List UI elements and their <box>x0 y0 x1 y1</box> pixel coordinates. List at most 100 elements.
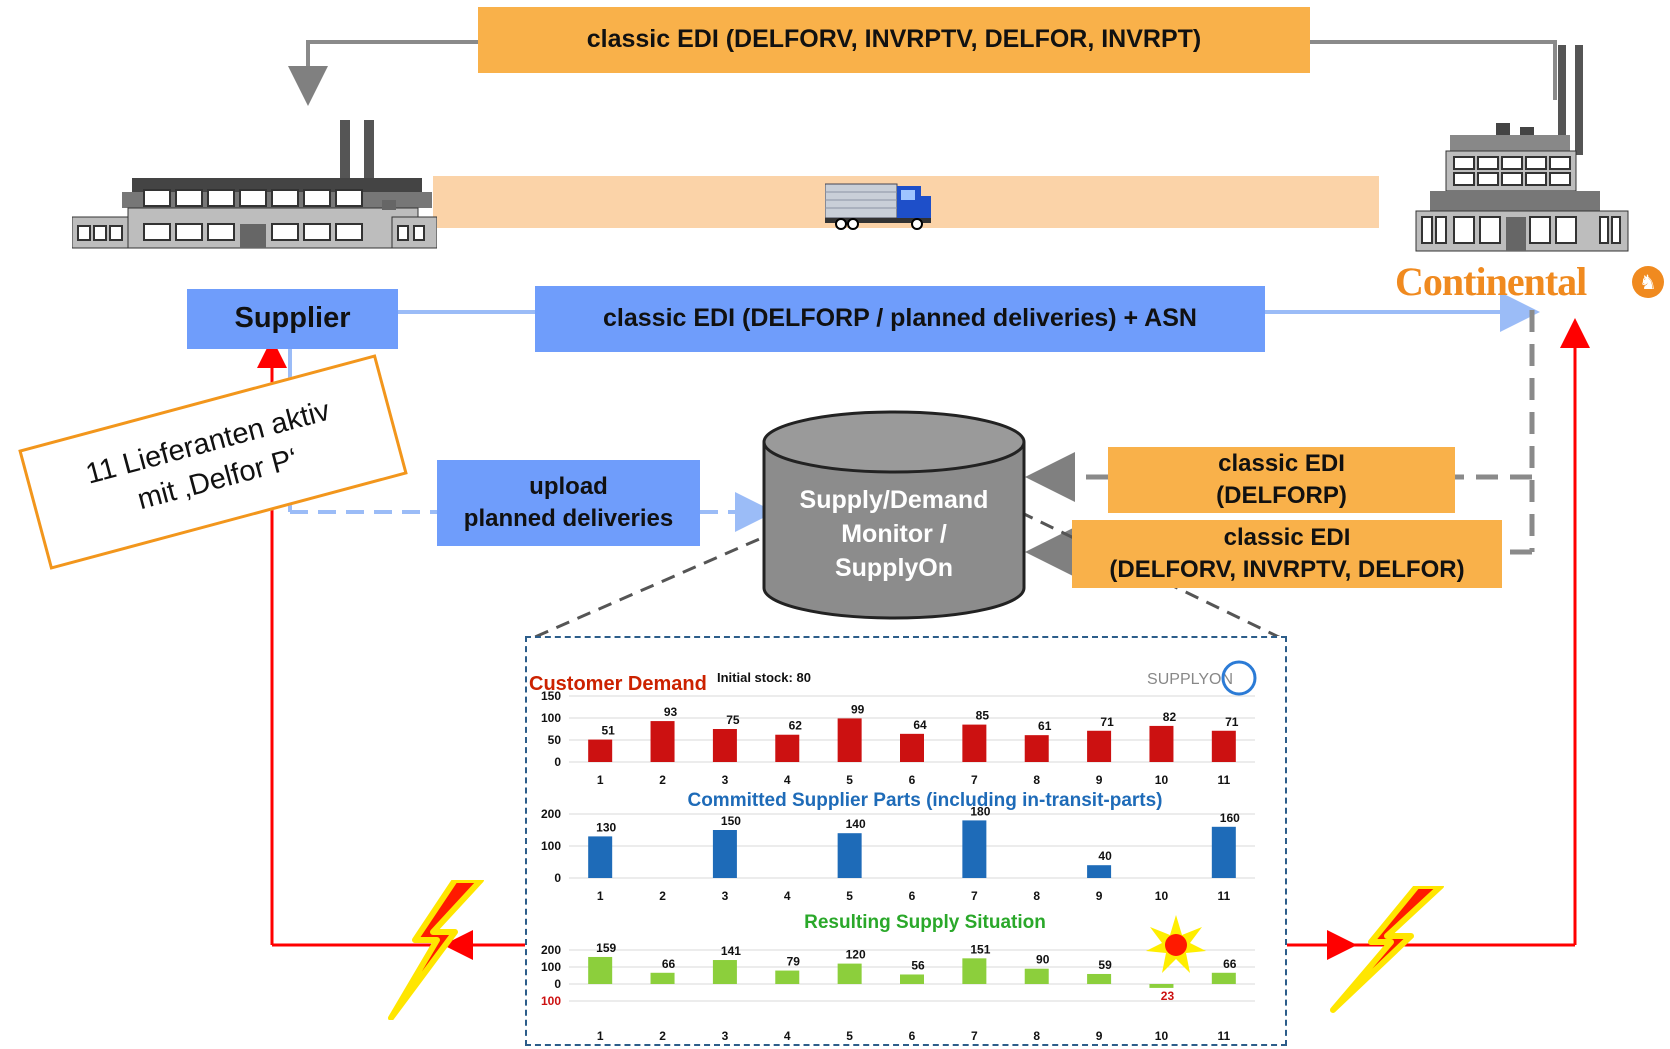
supplier-box: Supplier <box>187 289 398 349</box>
bar <box>1087 730 1112 762</box>
x-tick-label: 8 <box>1033 1029 1040 1043</box>
bar <box>1087 865 1112 878</box>
continental-horse-icon: ♞ <box>1632 266 1664 298</box>
data-label: 62 <box>789 719 803 733</box>
bar <box>712 729 737 762</box>
y-tick-label: 0 <box>554 977 561 991</box>
bar <box>962 820 987 878</box>
x-tick-label: 2 <box>659 773 666 787</box>
chart-title-demand: Customer Demand <box>529 673 707 695</box>
edi-top-box: classic EDI (DELFORV, INVRPTV, DELFOR, I… <box>478 7 1310 73</box>
x-tick-label: 11 <box>1217 889 1230 903</box>
supplyon-brand: SUPPLYON <box>1147 671 1233 688</box>
x-tick-label: 9 <box>1096 889 1103 903</box>
bar <box>650 721 675 762</box>
x-tick-label: 10 <box>1155 1029 1169 1043</box>
truck-icon <box>825 183 931 230</box>
x-tick-label: 9 <box>1096 1029 1103 1043</box>
bar <box>1211 730 1236 762</box>
alert-star-icon <box>1146 915 1206 973</box>
data-label: 23 <box>1161 989 1175 1003</box>
x-tick-label: 6 <box>909 1029 916 1043</box>
upload-line1: upload <box>529 472 608 500</box>
bar <box>900 733 924 762</box>
data-label: 66 <box>662 957 676 971</box>
y-tick-label: 100 <box>541 711 561 725</box>
monitor-label: Supply/Demand Monitor / SupplyOn <box>775 485 1013 585</box>
x-tick-label: 2 <box>659 1029 666 1043</box>
continental-factory-icon <box>1415 45 1629 252</box>
edi-delforv-box: classic EDI (DELFORV, INVRPTV, DELFOR) <box>1072 520 1502 588</box>
y-tick-label: 100 <box>541 960 561 974</box>
y-tick-label: 50 <box>548 733 562 747</box>
upload-line2: planned deliveries <box>463 505 674 532</box>
lightning-right-icon <box>1330 886 1444 1013</box>
x-tick-label: 8 <box>1033 773 1040 787</box>
x-tick-label: 11 <box>1217 773 1230 787</box>
bar <box>775 734 800 762</box>
y-tick-label: 0 <box>554 871 561 885</box>
edi-delforv-line1: classic EDI <box>1223 523 1351 551</box>
bar <box>712 830 737 878</box>
data-label: 64 <box>913 718 927 732</box>
bar <box>1024 968 1049 984</box>
x-tick-label: 1 <box>597 1029 604 1043</box>
data-label: 71 <box>1225 715 1239 729</box>
x-tick-label: 4 <box>784 773 791 787</box>
data-label: 85 <box>976 709 990 723</box>
data-label: 151 <box>970 942 990 956</box>
data-label: 160 <box>1220 811 1240 825</box>
x-tick-label: 4 <box>784 1029 791 1043</box>
bar <box>588 956 613 984</box>
supplyon-brand-icon <box>1221 660 1257 696</box>
data-label: 40 <box>1098 849 1112 863</box>
edi-planned-box: classic EDI (DELFORP / planned deliverie… <box>535 286 1265 352</box>
y-tick-label: 100 <box>541 994 561 1008</box>
data-label: 141 <box>721 944 741 958</box>
bar <box>712 960 737 984</box>
supplier-label: Supplier <box>234 302 351 335</box>
supplier-factory-icon <box>72 120 437 249</box>
data-label: 71 <box>1100 715 1114 729</box>
data-label: 99 <box>851 702 865 716</box>
bar <box>962 958 987 984</box>
x-tick-label: 5 <box>846 1029 853 1043</box>
data-label: 150 <box>721 814 741 828</box>
bar <box>962 724 987 762</box>
bar <box>837 963 862 984</box>
edi-planned-label: classic EDI (DELFORP / planned deliverie… <box>603 304 1197 333</box>
x-tick-label: 4 <box>784 889 791 903</box>
bar <box>650 972 675 984</box>
edi-top-label: classic EDI (DELFORV, INVRPTV, DELFOR, I… <box>586 25 1202 54</box>
data-label: 93 <box>664 705 678 719</box>
monitor-line3: SupplyOn <box>834 553 954 582</box>
lightning-left-icon <box>388 880 484 1020</box>
x-tick-label: 2 <box>659 889 666 903</box>
bar <box>837 833 862 878</box>
bar <box>900 974 924 984</box>
bar <box>1211 826 1236 878</box>
data-label: 51 <box>602 724 616 738</box>
data-label: 79 <box>787 955 801 969</box>
chart-title-resulting: Resulting Supply Situation <box>804 912 1046 933</box>
x-tick-label: 10 <box>1155 773 1169 787</box>
edi-delforp-box: classic EDI (DELFORP) <box>1108 447 1455 513</box>
y-tick-label: 200 <box>541 807 561 821</box>
bar <box>1149 725 1174 762</box>
data-label: 56 <box>911 958 925 972</box>
x-tick-label: 11 <box>1217 1029 1230 1043</box>
x-tick-label: 8 <box>1033 889 1040 903</box>
x-tick-label: 5 <box>846 773 853 787</box>
top-edi-arrow <box>288 40 1557 106</box>
x-tick-label: 1 <box>597 889 604 903</box>
x-tick-label: 1 <box>597 773 604 787</box>
x-tick-label: 9 <box>1096 773 1103 787</box>
x-tick-label: 5 <box>846 889 853 903</box>
x-tick-label: 10 <box>1155 889 1169 903</box>
x-tick-label: 3 <box>722 1029 729 1043</box>
y-tick-label: 200 <box>541 943 561 957</box>
edi-to-monitor-arrows <box>1025 310 1535 577</box>
data-label: 90 <box>1036 953 1050 967</box>
